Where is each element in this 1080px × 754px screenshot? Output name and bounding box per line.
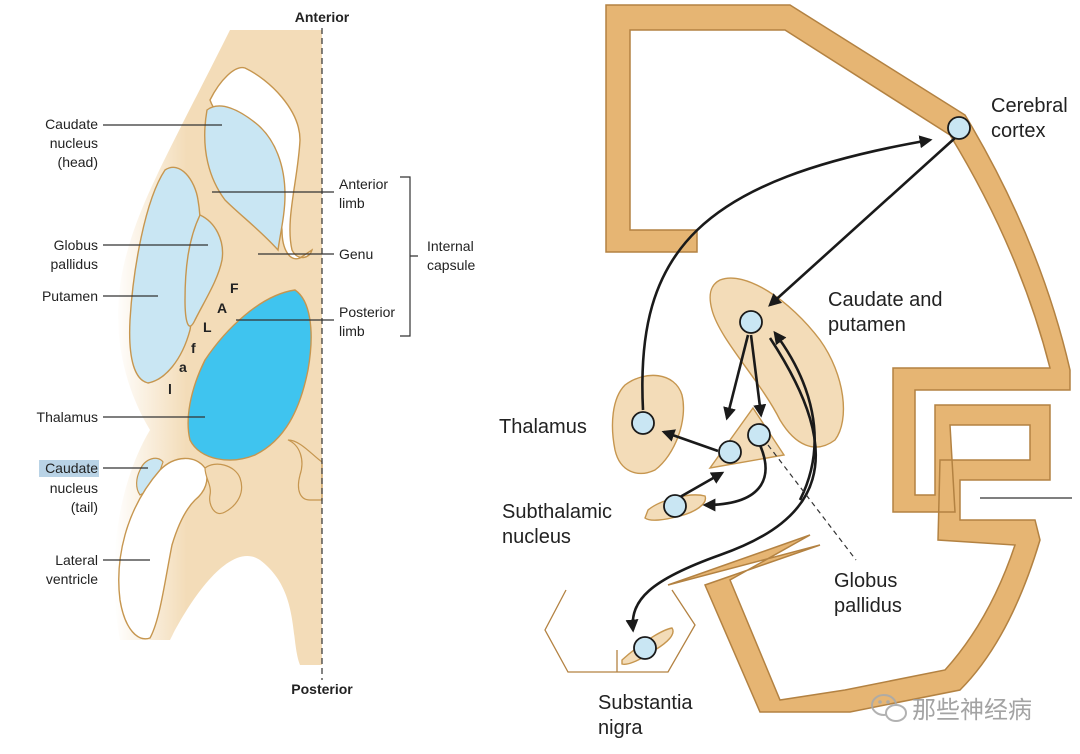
- arrow-striatum-to-gp-left: [723, 334, 750, 421]
- anterior-label: Anterior: [295, 9, 350, 25]
- caudate-head-label-3: (head): [58, 154, 98, 170]
- caudate-head: [204, 105, 286, 252]
- cerebral-cortex-label-1: Cerebral: [991, 95, 1068, 117]
- posterior-limb-label-2: limb: [339, 323, 365, 339]
- genu-label: Genu: [339, 246, 373, 262]
- arrow-nigra-to-striatum: [773, 330, 816, 501]
- right-panel: Cerebral cortex Caudate and putamen Thal…: [499, 4, 1072, 739]
- substantia-nigra-label-2: nigra: [598, 717, 643, 739]
- caudate-tail-label-3: (tail): [71, 499, 98, 515]
- internal-capsule-bracket: [400, 176, 418, 337]
- arrow-striatum-to-gp-right: [749, 334, 767, 418]
- node-nigra: [633, 636, 657, 660]
- caudate-tail-label-2: nucleus: [50, 480, 98, 496]
- globus-pallidus-label-right-2: pallidus: [834, 595, 902, 617]
- watermark-text: 那些神经病: [912, 696, 1032, 724]
- globus-pallidus-label-2: pallidus: [51, 256, 98, 272]
- caudate-putamen-label-1: Caudate and: [828, 289, 943, 311]
- posterior-label: Posterior: [291, 681, 353, 697]
- arrow-stn-to-gp: [679, 471, 725, 499]
- thalamus: [187, 289, 312, 461]
- anterior-limb-label-2: limb: [339, 195, 365, 211]
- thalamus-label-right: Thalamus: [499, 416, 587, 438]
- cerebral-cortex-band: [605, 4, 1071, 713]
- substantia-nigra-label-1: Substantia: [598, 692, 693, 714]
- posterior-body: [204, 463, 243, 515]
- subthalamic-label-1: Subthalamic: [502, 501, 612, 523]
- globus-pallidus-leader-dashed: [767, 444, 857, 561]
- anterior-limb-label-1: Anterior: [339, 176, 388, 192]
- letter-L: L: [203, 319, 212, 335]
- node-gp-external: [747, 423, 771, 447]
- arrow-striatum-to-nigra: [625, 337, 818, 633]
- letter-a: a: [179, 359, 187, 375]
- letter-A: A: [217, 300, 227, 316]
- caudate-head-label-2: nucleus: [50, 135, 98, 151]
- caudate-putamen-label-2: putamen: [828, 314, 906, 336]
- subthalamic-label-2: nucleus: [502, 526, 571, 548]
- wechat-icon: [871, 694, 907, 722]
- node-gp-internal: [718, 440, 742, 464]
- putamen-label: Putamen: [42, 288, 98, 304]
- arrow-gp-to-stn: [702, 444, 767, 512]
- substantia-nigra-outline: [544, 589, 696, 673]
- lateral-ventricle-label-1: Lateral: [55, 552, 98, 568]
- node-striatum: [739, 310, 763, 334]
- thalamus-label: Thalamus: [37, 409, 98, 425]
- node-thalamus: [631, 411, 655, 435]
- lateral-ventricle-label-2: ventricle: [46, 571, 98, 587]
- arrow-thalamus-to-cortex: [641, 135, 933, 411]
- pulvinar-outline: [287, 439, 323, 501]
- arrow-cortex-to-striatum: [768, 137, 956, 307]
- internal-capsule-label-2: capsule: [427, 257, 475, 273]
- globus-pallidus-label-1: Globus: [54, 237, 98, 253]
- arrow-gp-to-thalamus: [661, 429, 719, 453]
- node-stn: [663, 494, 687, 518]
- letter-f: f: [191, 340, 196, 356]
- internal-capsule-label-1: Internal: [427, 238, 474, 254]
- watermark: 那些神经病: [871, 694, 1032, 724]
- caudate-putamen-shape: [709, 277, 845, 448]
- putamen: [128, 166, 202, 384]
- caudate-head-label-1: Caudate: [45, 116, 98, 132]
- letter-l: l: [168, 381, 172, 397]
- caudate-tail-label-1: Caudate: [45, 460, 98, 476]
- left-panel: Anterior Posterior Caudate nucleus (head…: [37, 9, 476, 697]
- globus-pallidus-label-right-1: Globus: [834, 570, 897, 592]
- globus-pallidus: [184, 214, 224, 327]
- cerebral-cortex-label-2: cortex: [991, 120, 1045, 142]
- letter-F: F: [230, 280, 239, 296]
- caudate-tail-highlight: [39, 460, 99, 477]
- posterior-limb-label-1: Posterior: [339, 304, 395, 320]
- node-cortex: [947, 116, 971, 140]
